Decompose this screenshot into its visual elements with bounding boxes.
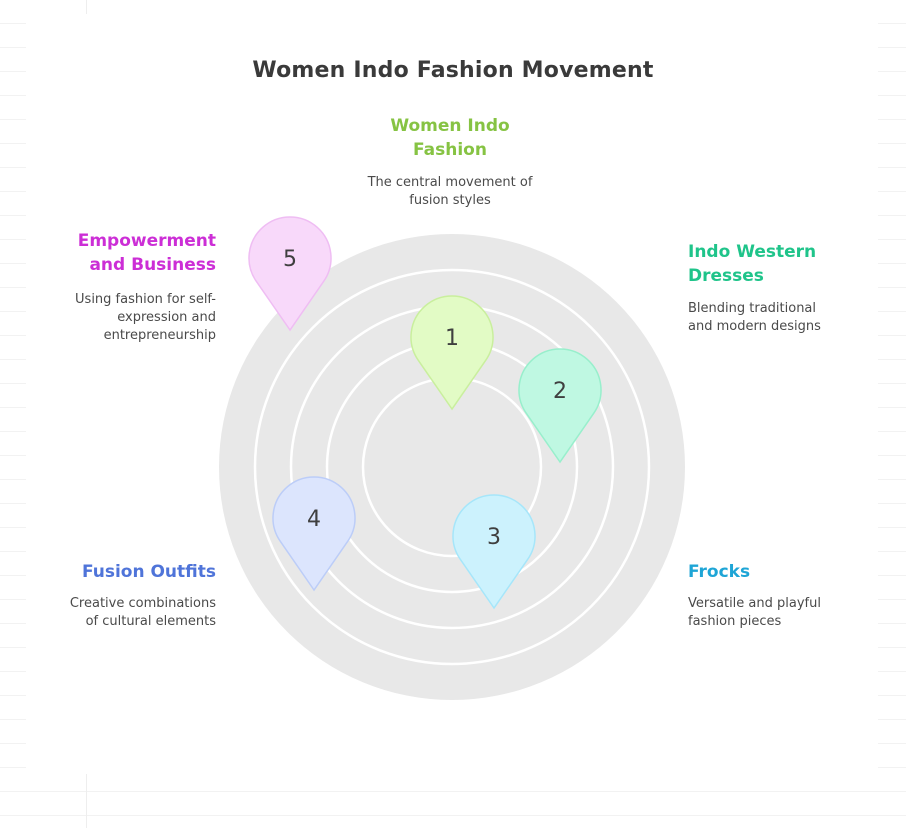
desc-fusion-outfits: Creative combinations of cultural elemen… [69,596,216,629]
pin-number-3: 3 [487,525,501,550]
desc-indo-western-dresses: Blending traditional and modern designs [688,301,821,334]
pin-number-5: 5 [283,247,297,272]
label-indo-western-dresses: Indo Western Dresses [688,242,817,286]
ring-4 [253,268,651,666]
map-pin-icon-5 [248,216,332,332]
map-pin-icon-4 [272,476,356,592]
label-empowerment-business: Empowerment and Business [77,231,216,275]
label-frocks: Frocks [688,562,751,582]
desc-empowerment-business: Using fashion for self- expression and e… [75,292,216,343]
pins-group: 1 2 3 4 5 [248,216,602,610]
map-pin-icon-3 [452,494,536,610]
page-title: Women Indo Fashion Movement [252,58,654,83]
desc-women-indo-fashion: The central movement of fusion styles [367,175,533,208]
label-fusion-outfits: Fusion Outfits [81,562,216,582]
map-pin-icon-1 [410,295,494,411]
desc-frocks: Versatile and playful fashion pieces [688,596,821,629]
label-women-indo-fashion: Women Indo Fashion [390,116,510,160]
pin-number-1: 1 [445,326,459,351]
map-pin-icon-2 [518,348,602,464]
pin-number-2: 2 [553,379,567,404]
pin-number-4: 4 [307,507,321,532]
